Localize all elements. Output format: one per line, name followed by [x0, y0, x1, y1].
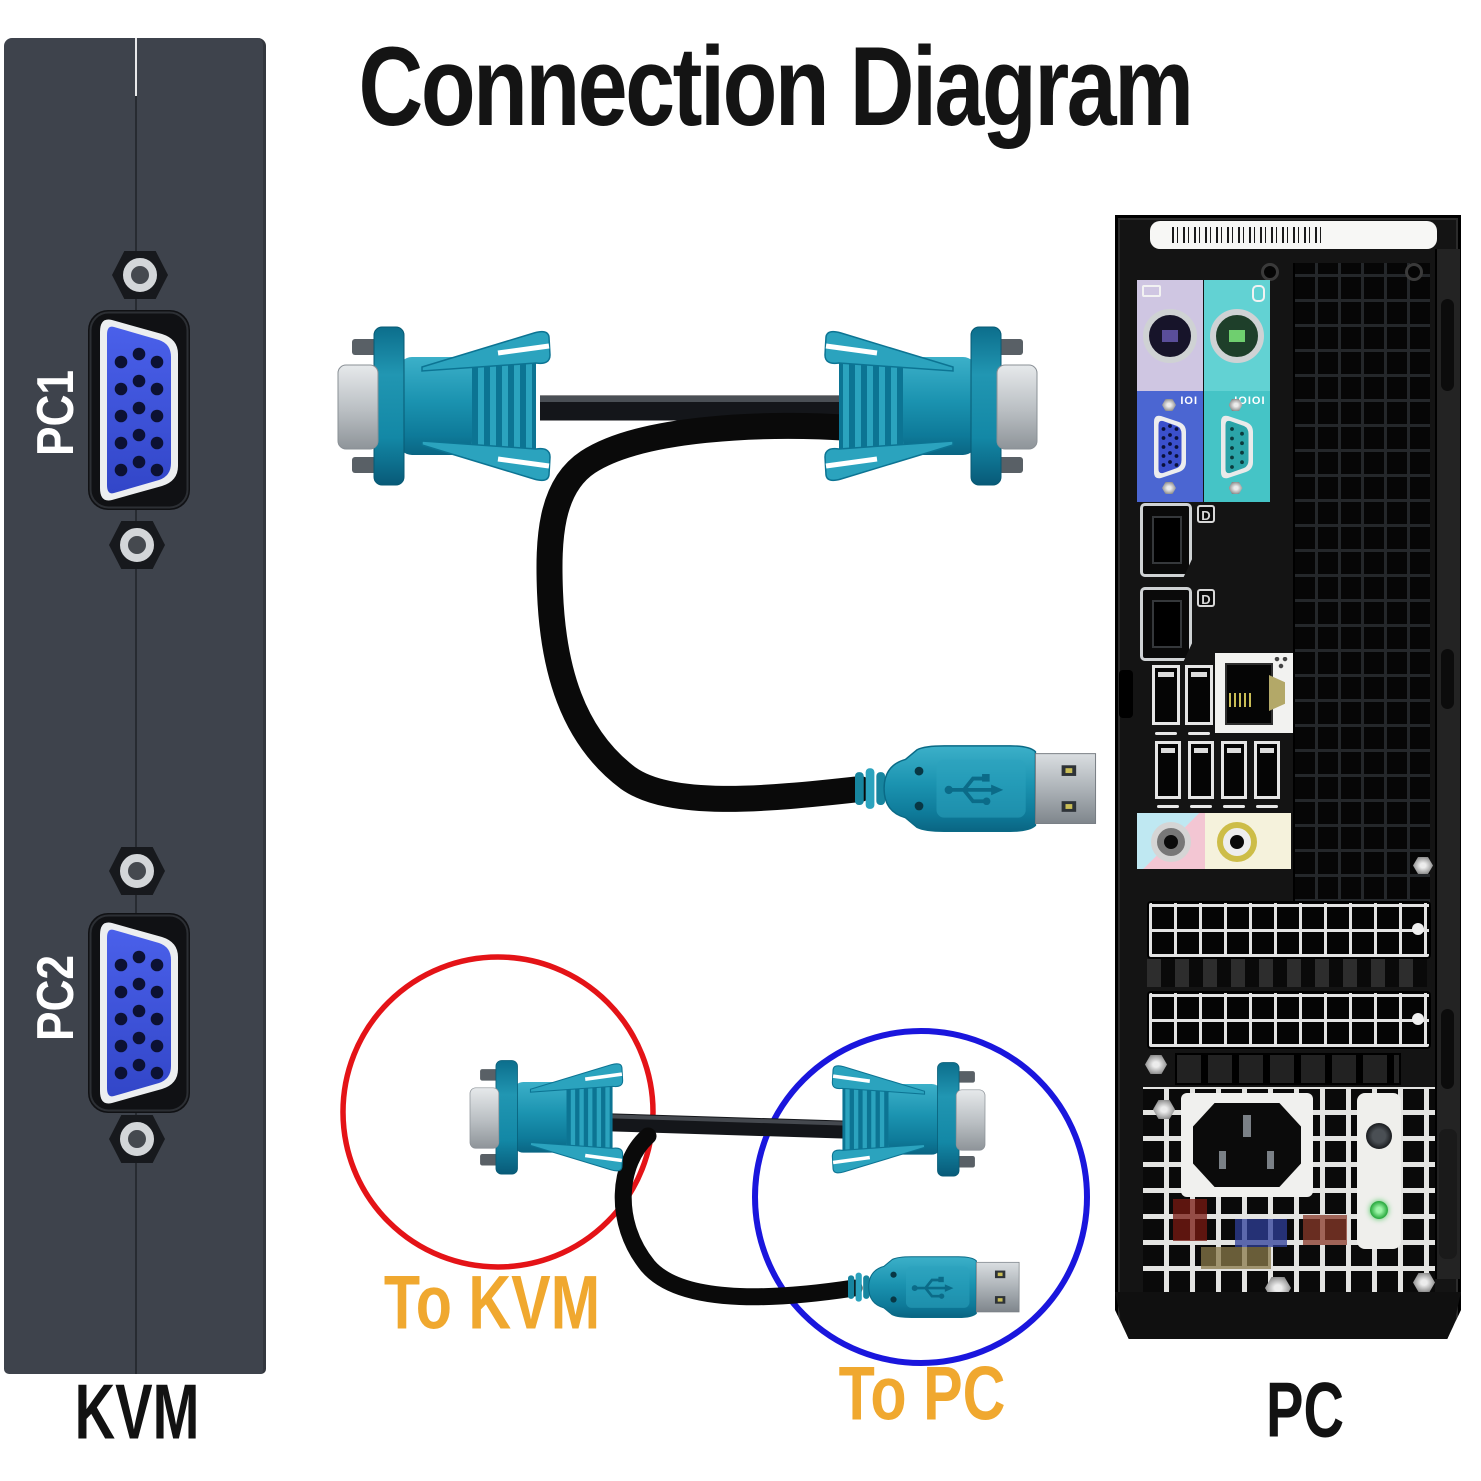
page-title: Connection Diagram: [358, 24, 1194, 149]
usb-port: [1155, 741, 1181, 799]
usb-port: [1185, 665, 1213, 725]
expansion-slot-cover-1: [1147, 901, 1431, 959]
usb-cable-loop-small: [614, 1127, 863, 1306]
vga-cable-small: [597, 1113, 859, 1139]
monitor-icon: IOI: [1180, 395, 1198, 407]
case-tab: [1119, 670, 1133, 718]
vga-cable-small-highlight: [597, 1114, 859, 1126]
serial-barcode-label: [1150, 221, 1437, 249]
displayport-icon: D: [1197, 589, 1215, 607]
vga-connector-to-kvm: [338, 327, 550, 485]
thumbscrew-icon: [1412, 923, 1424, 935]
psu-wires-tan: [1201, 1247, 1271, 1269]
psu-test-strip: [1357, 1093, 1401, 1249]
pc-case-foot: [1115, 1292, 1461, 1339]
line-out-jack-cell: [1205, 813, 1291, 869]
usb-connector-to-pc: [855, 746, 1096, 831]
kvm-caption: KVM: [74, 1367, 200, 1456]
network-icon: [1274, 657, 1288, 669]
usb-port: [1152, 665, 1180, 725]
expansion-slot-cover-2: [1147, 991, 1431, 1049]
serial-cell: IOIOI: [1203, 391, 1270, 502]
latch-handle: [1439, 1129, 1457, 1259]
screw-hole-icon: [1405, 263, 1423, 281]
screw-hole-icon: [1261, 263, 1279, 281]
usb-port: [1254, 741, 1280, 799]
screw-icon: [1413, 857, 1433, 874]
to-pc-highlight-circle: [752, 1028, 1090, 1366]
vent-grille: [1293, 263, 1430, 949]
to-kvm-highlight-circle: [340, 954, 656, 1270]
screw-nut-icon: [109, 1115, 165, 1163]
slot-divider: [1147, 959, 1427, 987]
thumbscrew-icon: [1412, 1013, 1424, 1025]
pc-caption: PC: [1265, 1365, 1345, 1454]
vga-connector-small-to-pc: [830, 1060, 987, 1178]
ps2-keyboard-port: [1143, 308, 1197, 363]
latch-slot: [1441, 1009, 1454, 1089]
keyboard-icon: [1142, 285, 1161, 297]
ps2-keyboard-cell: [1137, 280, 1203, 391]
screw-icon: [1162, 482, 1176, 494]
usb-port: [1188, 741, 1214, 799]
usb-connector-small-to-pc: [848, 1257, 1019, 1318]
screw-nut-icon: [109, 521, 165, 569]
displayport-2: [1140, 587, 1192, 661]
kvm-switch-panel: PC1 PC2: [4, 38, 266, 1374]
usb3-icon: [1157, 805, 1179, 808]
usb-port: [1221, 741, 1247, 799]
legacy-io-block: IOI IOIOI: [1137, 280, 1270, 502]
screw-nut-icon: [112, 251, 168, 299]
screw-icon: [1162, 399, 1176, 411]
vga-connector-small-to-kvm: [468, 1058, 625, 1176]
screw-icon: [1228, 482, 1243, 494]
screw-icon: [1145, 1055, 1167, 1074]
screw-nut-icon: [109, 847, 165, 895]
psu-test-button: [1366, 1123, 1392, 1149]
to-kvm-label: To KVM: [383, 1260, 601, 1346]
screw-icon: [1413, 1273, 1435, 1292]
ac-power-inlet: [1181, 1093, 1313, 1197]
screw-icon: [1153, 1100, 1175, 1119]
usb-cable-loop: [536, 412, 873, 812]
pc-serial-port: [1220, 415, 1253, 478]
line-out-jack: [1217, 822, 1257, 862]
ac-pin-icon: [1243, 1115, 1251, 1137]
usb-icon: [1155, 732, 1177, 735]
vent-row: [1175, 1053, 1401, 1085]
psu-wires-red: [1303, 1215, 1347, 1245]
latch-slot: [1441, 649, 1454, 709]
psu-wires-blue: [1235, 1219, 1287, 1247]
psu-wires-red: [1173, 1199, 1207, 1241]
line-in-jack: [1151, 822, 1191, 862]
usb3-icon: [1190, 805, 1212, 808]
line-in-jack-cell: [1137, 813, 1205, 869]
to-pc-label: To PC: [838, 1351, 1006, 1437]
ac-pin-icon: [1267, 1151, 1274, 1169]
usb-icon: [1256, 805, 1278, 808]
screw-icon: [1228, 399, 1243, 411]
pc-back-panel: IOI IOIOI D D: [1115, 215, 1461, 1339]
usb-icon: [1188, 732, 1210, 735]
displayport-1: [1140, 503, 1192, 577]
ps2-mouse-port: [1209, 308, 1264, 363]
pc-vga-port: [1154, 415, 1186, 478]
ac-pin-icon: [1219, 1151, 1226, 1169]
kvm-panel-seam: [135, 38, 137, 1374]
barcode-icon: [1172, 227, 1322, 243]
mouse-icon: [1251, 285, 1265, 302]
usb-icon: [1223, 805, 1245, 808]
vga-connector-to-pc: [825, 327, 1037, 485]
psu-status-led: [1370, 1201, 1388, 1219]
case-latch-trim: [1435, 249, 1460, 1279]
ps2-mouse-cell: [1203, 280, 1270, 391]
vga-cell: IOI: [1137, 391, 1203, 502]
latch-slot: [1441, 299, 1454, 391]
displayport-icon: D: [1197, 505, 1215, 523]
ethernet-port: [1215, 653, 1293, 733]
